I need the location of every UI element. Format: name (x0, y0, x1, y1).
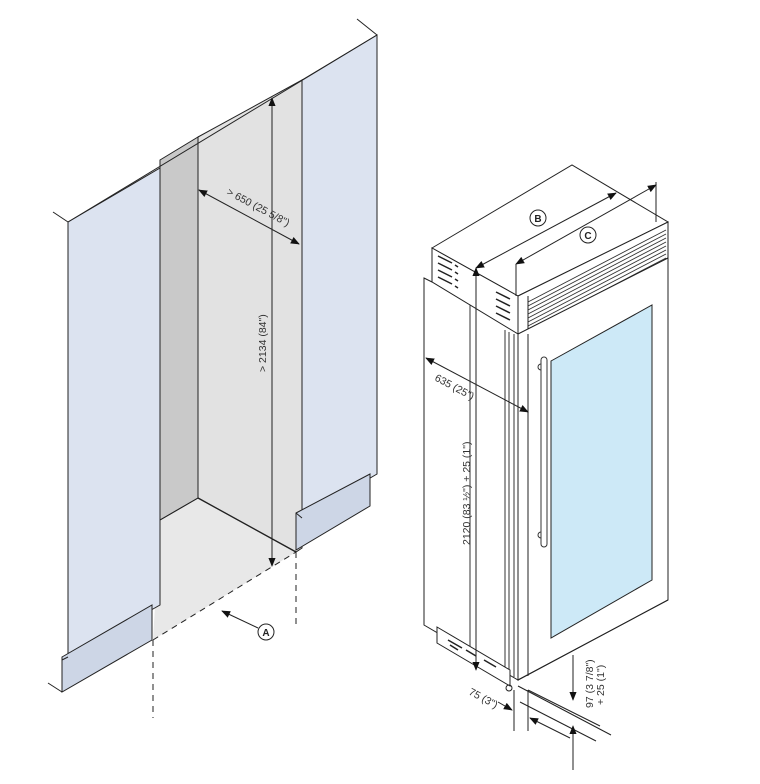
callout-a: A (257, 623, 275, 641)
cabinet-depth-dimension (425, 357, 529, 413)
callout-a-label: A (262, 628, 269, 639)
callout-c-label: C (584, 231, 591, 242)
door-handle[interactable] (537, 356, 548, 548)
callout-c: C (579, 226, 597, 244)
door-glass (550, 304, 653, 639)
niche: > 2134 (84") > 650 (25 5/8") A (47, 18, 378, 718)
door-offset-label: 75 (3") (467, 686, 500, 711)
niche-floor (153, 498, 296, 640)
top-side-vents (437, 255, 511, 321)
right-panel-plinth (295, 473, 371, 551)
niche-height-label: > 2134 (84") (257, 314, 269, 372)
cabinet-height-label: 2120 (83 ½") + 25 (1") (461, 442, 473, 545)
toe-kick-label-2: + 25 (1") (595, 665, 607, 705)
right-side-panel (301, 34, 378, 519)
niche-front-dashed-line (152, 551, 297, 641)
callout-b: B (529, 209, 547, 227)
niche-back-wall (197, 79, 303, 553)
dimension-c (515, 184, 657, 265)
left-panel-plinth (61, 604, 153, 693)
niche-width-dimension (198, 189, 300, 245)
toe-kick-label-1: 97 (3 7/8") (584, 659, 596, 708)
wine-cabinet: B C 2120 (83 ½") + 25 (1") 635 (25") 75 … (423, 164, 670, 770)
left-side-panel (67, 167, 161, 658)
callout-b-label: B (534, 214, 541, 225)
niche-left-wall (159, 136, 199, 521)
